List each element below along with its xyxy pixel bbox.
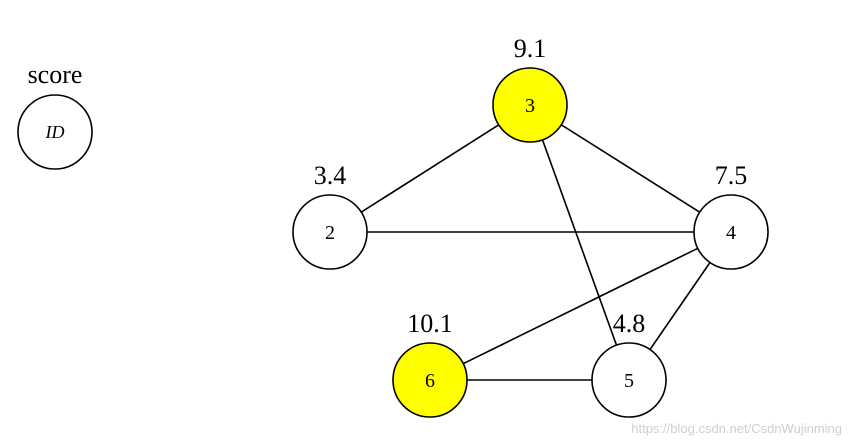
node-score-label-5: 4.8 — [613, 309, 646, 338]
edge-3-4 — [560, 124, 701, 213]
node-score-label-2: 3.4 — [314, 161, 347, 190]
node-circle-5 — [591, 342, 667, 418]
node-id-label-4: 4 — [726, 222, 736, 244]
node-circle-2 — [292, 194, 368, 270]
edge-4-6 — [462, 247, 699, 365]
node-score-label-6: 10.1 — [407, 309, 453, 338]
edges — [360, 124, 711, 381]
node-circle-6 — [392, 342, 468, 418]
node-id-label-5: 5 — [624, 370, 634, 392]
edge-2-3 — [360, 124, 500, 213]
node-6: 610.1 — [392, 309, 468, 418]
node-score-label-3: 9.1 — [514, 34, 547, 63]
node-id-label-2: 2 — [325, 222, 335, 244]
edge-4-5 — [649, 262, 711, 350]
legend-id-label: ID — [45, 122, 65, 142]
node-5: 54.8 — [591, 309, 667, 418]
legend-node-circle — [17, 94, 93, 170]
node-id-label-3: 3 — [525, 95, 535, 117]
node-id-label-6: 6 — [425, 370, 435, 392]
node-circle-3 — [492, 67, 568, 143]
legend: score ID — [17, 60, 93, 170]
node-3: 39.1 — [492, 34, 568, 143]
node-score-label-4: 7.5 — [715, 161, 748, 190]
watermark-text: https://blog.csdn.net/CsdnWujinming — [631, 421, 842, 436]
edge-3-5 — [541, 139, 618, 346]
node-circle-4 — [693, 194, 769, 270]
node-2: 23.4 — [292, 161, 368, 270]
node-4: 47.5 — [693, 161, 769, 270]
legend-score-label: score — [28, 60, 83, 89]
